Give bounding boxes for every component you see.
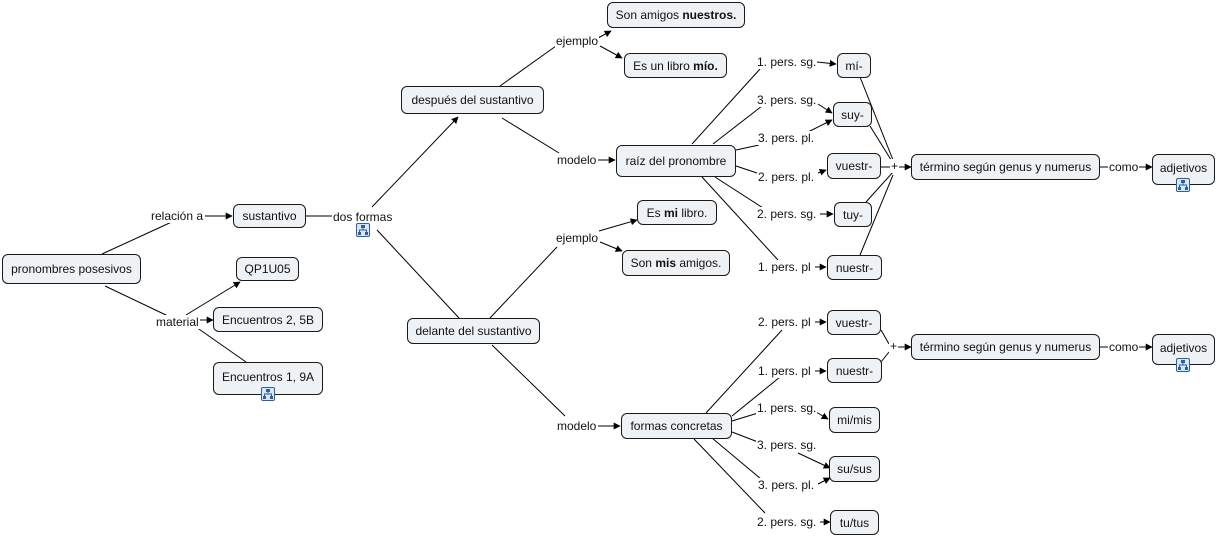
link-label-como-2: como bbox=[1108, 340, 1140, 354]
node-vuestr-2[interactable]: vuestr- bbox=[827, 310, 881, 335]
cmap-resource-icon[interactable] bbox=[356, 223, 370, 237]
node-mi-root[interactable]: mí- bbox=[837, 53, 871, 78]
example-text: Es un libro mío. bbox=[633, 58, 718, 73]
link-label-ejemplo-1: ejemplo bbox=[555, 34, 600, 48]
node-tu-tus[interactable]: tu/tus bbox=[830, 510, 879, 535]
node-vuestr-1[interactable]: vuestr- bbox=[827, 153, 881, 179]
node-sustantivo[interactable]: sustantivo bbox=[233, 204, 306, 228]
link-label-relacion-a: relación a bbox=[150, 209, 205, 223]
node-suy[interactable]: suy- bbox=[833, 102, 872, 127]
link-label-plus-1: + bbox=[890, 159, 900, 173]
node-formas-concretas[interactable]: formas concretas bbox=[621, 413, 732, 439]
cmap-resource-icon[interactable] bbox=[1176, 358, 1190, 372]
node-nuestr-2[interactable]: nuestr- bbox=[827, 358, 882, 383]
example-text: Es mi libro. bbox=[646, 205, 708, 220]
link-label-ejemplo-2: ejemplo bbox=[555, 231, 600, 245]
node-raiz-del-pronombre[interactable]: raíz del pronombre bbox=[616, 145, 736, 177]
link-label-2-pers-pl-b: 2. pers. pl bbox=[757, 315, 812, 329]
node-pronombres-posesivos[interactable]: pronombres posesivos bbox=[2, 254, 141, 284]
node-encuentros-2[interactable]: Encuentros 2, 5B bbox=[213, 307, 323, 332]
cmap-resource-icon[interactable] bbox=[261, 387, 275, 401]
link-label-plus-2: + bbox=[889, 339, 899, 353]
link-label-material: material bbox=[155, 315, 200, 329]
link-label-1-pers-pl-a: 1. pers. pl bbox=[757, 260, 812, 274]
link-label-modelo-1: modelo bbox=[556, 153, 598, 167]
link-label-1-pers-pl-b: 1. pers. pl bbox=[757, 364, 812, 378]
node-termino-2[interactable]: término según genus y numerus bbox=[911, 334, 1100, 360]
link-label-3-pers-pl-b: 3. pers. pl. bbox=[757, 478, 816, 492]
node-su-sus[interactable]: su/sus bbox=[829, 456, 880, 482]
example-text: Son mis amigos. bbox=[630, 256, 722, 270]
link-label-3-pers-pl-a: 3. pers. pl. bbox=[757, 131, 816, 145]
cmap-resource-icon[interactable] bbox=[1176, 178, 1190, 192]
node-qp1u05[interactable]: QP1U05 bbox=[236, 257, 299, 281]
link-label-2-pers-pl-a: 2. pers. pl. bbox=[757, 170, 816, 184]
node-son-mis-amigos[interactable]: Son mis amigos. bbox=[622, 250, 730, 276]
link-label-como-1: como bbox=[1108, 160, 1140, 174]
node-termino-1[interactable]: término según genus y numerus bbox=[911, 154, 1100, 180]
node-despues-del-sustantivo[interactable]: después del sustantivo bbox=[401, 86, 544, 114]
node-son-amigos-nuestros[interactable]: Son amigos nuestros. bbox=[607, 2, 745, 28]
link-label-1-pers-sg-a: 1. pers. sg. bbox=[756, 55, 818, 69]
link-label-3-pers-sg-b: 3. pers. sg. bbox=[756, 438, 818, 452]
node-delante-del-sustantivo[interactable]: delante del sustantivo bbox=[407, 318, 540, 344]
example-text: Son amigos nuestros. bbox=[615, 8, 737, 22]
link-label-2-pers-sg-a: 2. pers. sg. bbox=[756, 207, 818, 221]
node-tuy[interactable]: tuy- bbox=[834, 202, 872, 227]
node-es-un-libro-mio[interactable]: Es un libro mío. bbox=[624, 53, 727, 78]
link-label-2-pers-sg-b: 2. pers. sg. bbox=[756, 515, 818, 529]
node-mi-mis[interactable]: mi/mis bbox=[829, 407, 880, 433]
link-label-3-pers-sg-a: 3. pers. sg. bbox=[756, 93, 818, 107]
node-nuestr-1[interactable]: nuestr- bbox=[827, 255, 882, 280]
link-label-modelo-2: modelo bbox=[556, 419, 598, 433]
link-label-1-pers-sg-b: 1. pers. sg. bbox=[756, 401, 818, 415]
node-es-mi-libro[interactable]: Es mi libro. bbox=[637, 200, 717, 225]
link-label-dos-formas: dos formas bbox=[332, 210, 394, 224]
